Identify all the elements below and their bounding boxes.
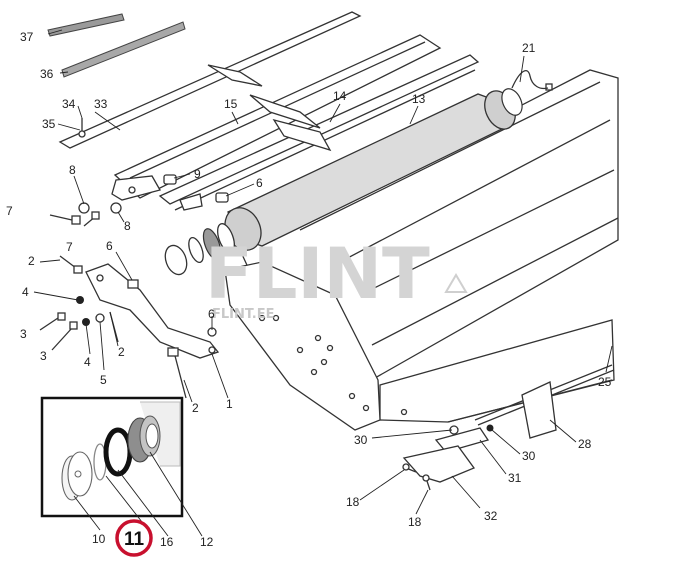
callout-21: 21 [522,41,536,55]
callout-15: 15 [224,97,238,111]
callout-10: 10 [92,532,106,546]
callout-3-lower: 3 [40,349,47,363]
rear-frame [58,11,480,211]
callout-2-lower: 2 [192,401,199,415]
callout-34: 34 [62,97,76,111]
inset-part-12-bearing [127,415,161,463]
callout-37: 37 [20,30,34,44]
nut-8b [110,202,122,214]
callout-7-left: 7 [6,204,13,218]
callout-33: 33 [94,97,108,111]
callout-16: 16 [160,535,174,549]
detail-inset [40,396,184,518]
part-1-mount-bracket [85,263,220,359]
washer-5 [95,313,105,323]
callout-30-right: 30 [522,449,536,463]
bolt-7b [83,211,100,227]
part-37-strip [47,13,125,37]
callout-6-upper: 6 [256,176,263,190]
nut-4b [82,318,90,326]
callout-18-left: 18 [346,495,360,509]
watermark-brand: FLINT [205,233,430,315]
side-plate [224,261,408,431]
callout-36: 36 [40,67,54,81]
part-31-plate [434,427,490,453]
callout-32: 32 [484,509,498,523]
callout-6-mid: 6 [106,239,113,253]
callout-31: 31 [508,471,522,485]
part-6-clip [179,193,203,211]
leader-lines [33,29,613,537]
highlight-label: 11 [124,529,145,550]
part-32-bracket [402,445,476,483]
bolt-3a [39,312,66,331]
bolt-2c [167,347,187,399]
nut-8a [78,202,90,214]
callout-6-lower: 6 [208,307,215,321]
highlight-ring [115,519,153,557]
bolt-2a [59,255,83,274]
callout-8-lower: 8 [124,219,131,233]
part-33-bracket [111,175,161,201]
callout-14: 14 [333,89,347,103]
callout-5: 5 [100,373,107,387]
callout-28: 28 [578,437,592,451]
callout-35: 35 [42,117,56,131]
nut-9 [163,174,177,185]
bolt-18a [402,463,417,473]
nut-4a [76,296,84,304]
callout-13: 13 [412,92,426,106]
callout-18-lower: 18 [408,515,422,529]
part-28-flap [521,381,557,439]
bearing-assembly [164,223,235,276]
bolt-3b [51,321,78,351]
callout-25: 25 [598,375,612,389]
inset-part-10-hub [61,451,93,501]
bolt-34 [78,118,86,138]
highlight-badge-11: 11 [115,519,153,557]
callout-labels: 37 36 34 33 35 15 14 13 21 9 6 8 7 8 7 6… [6,30,612,549]
callout-7-lower: 7 [66,240,73,254]
part-36-strip [61,21,186,78]
callout-12: 12 [200,535,214,549]
bolt-7a [49,214,81,225]
callout-2-left: 2 [28,254,35,268]
part-21-cable [511,70,553,91]
bolt-6-upper [215,192,229,203]
watermark: FLINT FLINT.EE [205,233,468,322]
lower-right-parts [402,364,615,491]
callout-1: 1 [226,397,233,411]
callout-2-mid: 2 [118,345,125,359]
bolt-30b [486,424,494,432]
part-13-roller [224,88,523,251]
callout-8-upper: 8 [69,163,76,177]
callout-4-lower: 4 [84,355,91,369]
bolt-6-mid [127,279,139,289]
watermark-triangle-icon [444,273,468,293]
callout-4-left: 4 [22,285,29,299]
bolt-18b [422,474,431,491]
callout-9: 9 [194,167,201,181]
watermark-site: FLINT.EE [212,307,274,322]
callout-3-left: 3 [20,327,27,341]
callout-30-left: 30 [354,433,368,447]
